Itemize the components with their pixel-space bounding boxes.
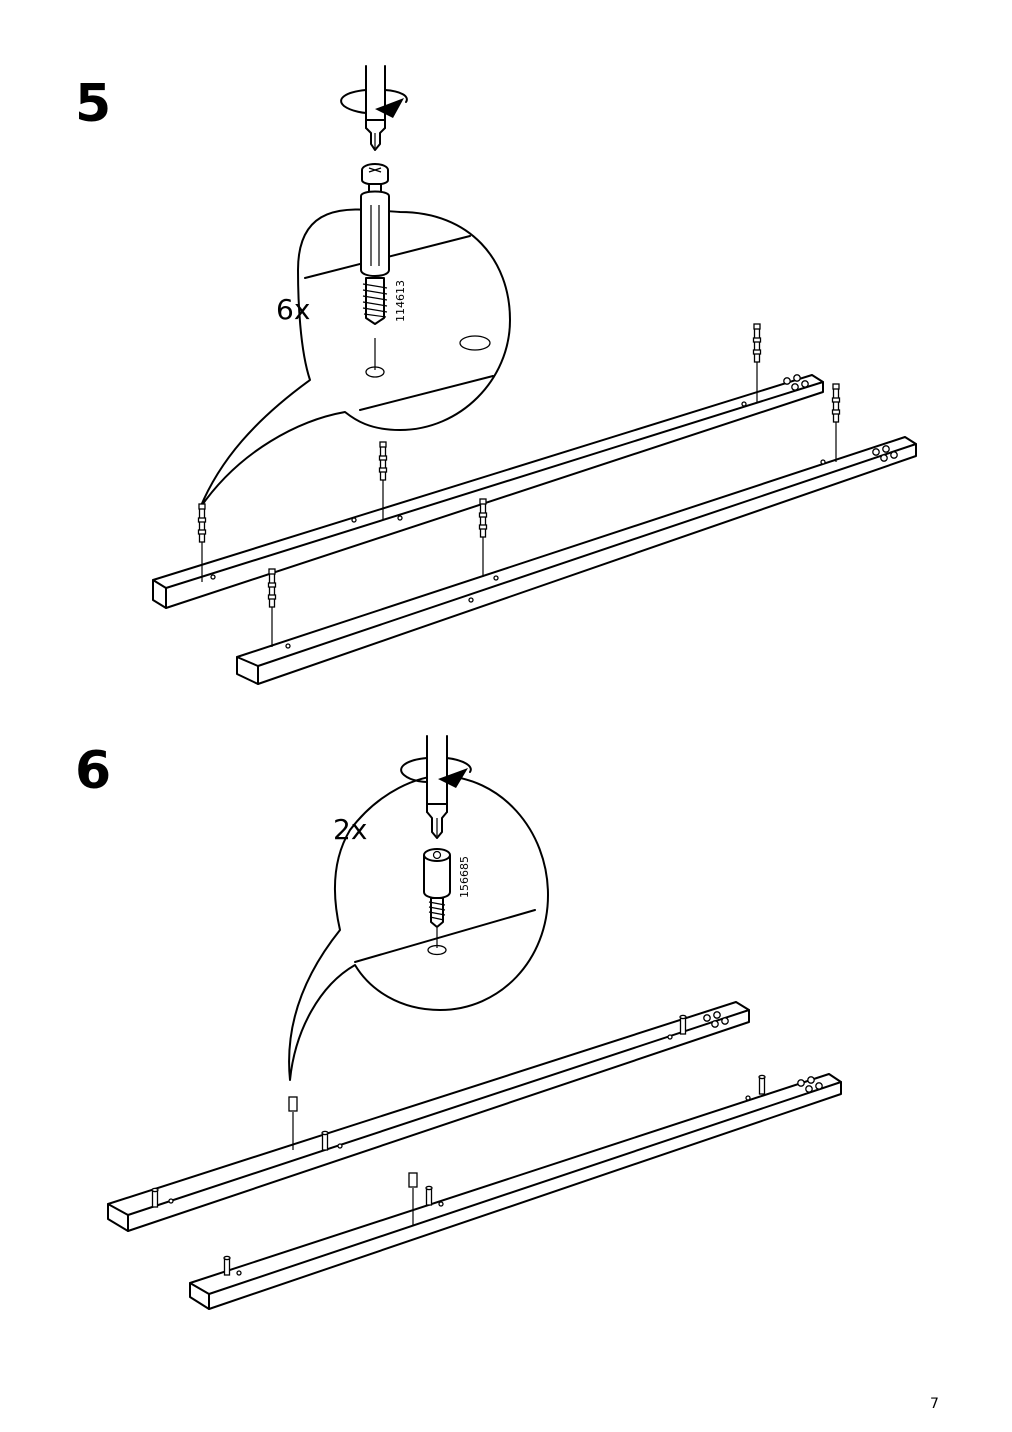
quantity-label: 2x — [333, 813, 368, 846]
step-number: 6 — [75, 741, 112, 801]
part-number: 114613 — [394, 280, 407, 322]
rotate-arrow-icon — [340, 89, 408, 118]
rotate-arrow-icon — [400, 757, 472, 788]
rail-1 — [152, 323, 824, 609]
quantity-label: 6x — [276, 293, 311, 326]
part-number: 156685 — [458, 856, 471, 898]
step-5-illustration — [152, 65, 917, 685]
detail-callout — [288, 775, 549, 1081]
cam-dowel-icon — [360, 163, 390, 325]
rail-3 — [107, 1001, 750, 1232]
rail-2 — [236, 383, 917, 685]
step-6-illustration — [107, 735, 842, 1310]
connector-bolt-icon — [423, 848, 451, 928]
detail-callout — [199, 163, 511, 509]
page-number: 7 — [930, 1396, 939, 1412]
screwdriver-icon — [426, 735, 448, 839]
rail-4 — [189, 1073, 842, 1310]
step-number: 5 — [75, 74, 112, 134]
screwdriver-icon — [365, 65, 386, 151]
